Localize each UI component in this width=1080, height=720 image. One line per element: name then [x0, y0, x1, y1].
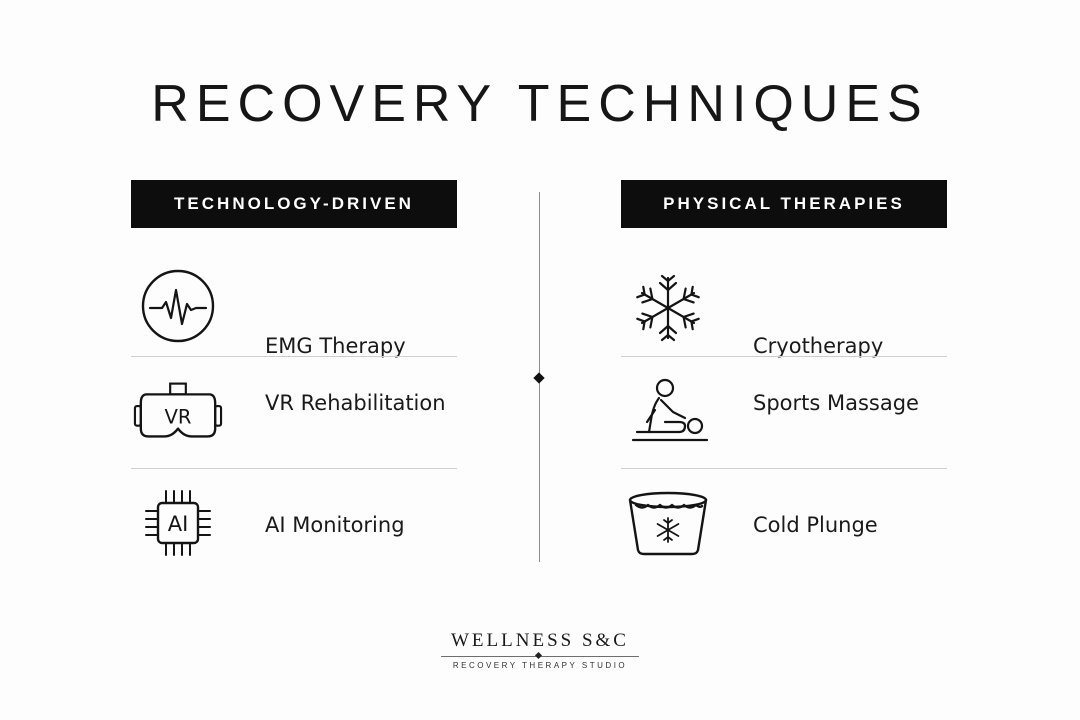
vr-icon-text: VR: [165, 406, 192, 429]
vr-headset-icon: VR: [133, 371, 223, 451]
item-label: Sports Massage: [753, 391, 919, 415]
list-item-sports-massage: Sports Massage: [621, 356, 947, 468]
physical-therapies-column: PHYSICAL THERAPIES: [621, 180, 947, 580]
item-label: Cold Plunge: [753, 513, 878, 537]
item-label: Cryotherapy: [753, 334, 884, 358]
list-item-emg-therapy: EMG Therapy: [131, 228, 457, 358]
page-title: RECOVERY TECHNIQUES: [151, 75, 929, 133]
pulse-circle-icon: [133, 266, 223, 346]
list-item-cryotherapy: Cryotherapy: [621, 228, 947, 358]
item-label: AI Monitoring: [265, 513, 405, 537]
technology-driven-header: TECHNOLOGY-DRIVEN: [131, 180, 457, 228]
ai-chip-icon: AI: [133, 483, 223, 563]
list-item-ai-monitoring: AI AI Monitoring: [131, 468, 457, 580]
technology-driven-column: TECHNOLOGY-DRIVEN EMG Therapy VR VR Reha…: [131, 180, 457, 580]
brand-rule-ornament: [534, 651, 543, 660]
massage-icon: [623, 371, 713, 451]
ai-icon-text: AI: [168, 512, 189, 536]
brand-tagline: RECOVERY THERAPY STUDIO: [452, 661, 628, 670]
list-item-cold-plunge: Cold Plunge: [621, 468, 947, 580]
brand-name: WELLNESS S&C: [451, 630, 629, 651]
snowflake-icon: [623, 268, 713, 348]
physical-therapies-header: PHYSICAL THERAPIES: [621, 180, 947, 228]
list-item-vr-rehabilitation: VR VR Rehabilitation: [131, 356, 457, 468]
brand-logo: WELLNESS S&C RECOVERY THERAPY STUDIO: [0, 630, 1080, 670]
divider-diamond-ornament: [533, 372, 545, 384]
item-label: VR Rehabilitation: [265, 391, 446, 415]
item-label: EMG Therapy: [265, 334, 406, 358]
ice-bath-icon: [623, 483, 713, 563]
brand-rule: [441, 651, 639, 660]
